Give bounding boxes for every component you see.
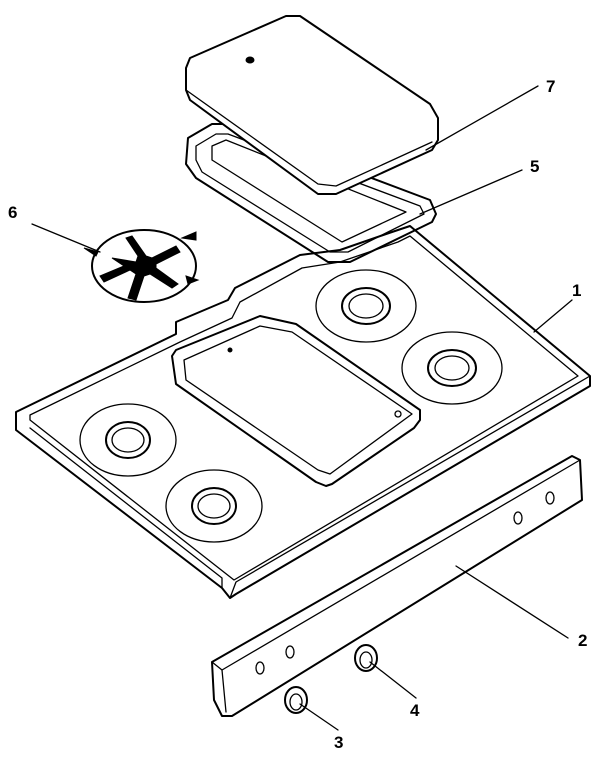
knob-bezel-4	[354, 644, 378, 672]
burner-grate	[83, 229, 200, 303]
knob-bezel-3	[284, 686, 308, 714]
callout-5: 5	[530, 157, 539, 176]
callout-7: 7	[546, 77, 555, 96]
callout-labels: 1 2 3 4 5 6 7	[8, 77, 587, 752]
callout-6: 6	[8, 203, 17, 222]
cooktop-main-top	[15, 225, 591, 599]
burner-front-right	[165, 469, 263, 543]
burner-rear-right	[401, 331, 503, 405]
leader-lines	[31, 85, 573, 731]
callout-4: 4	[410, 701, 420, 720]
griddle-cover	[185, 15, 439, 195]
control-panel	[211, 455, 583, 717]
callout-3: 3	[334, 733, 343, 752]
burner-front-left	[79, 403, 177, 477]
callout-2: 2	[578, 631, 587, 650]
callout-1: 1	[572, 281, 581, 300]
burner-rear-left	[315, 269, 417, 343]
